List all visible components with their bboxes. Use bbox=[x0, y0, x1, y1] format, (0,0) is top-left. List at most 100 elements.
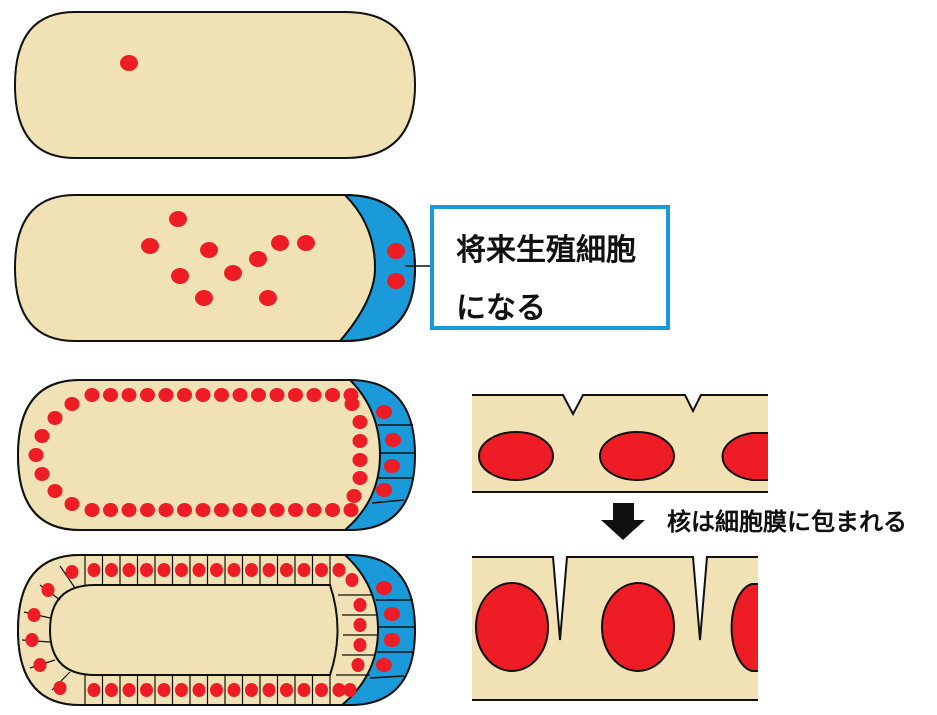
nucleus bbox=[232, 388, 248, 402]
nucleus bbox=[140, 388, 155, 402]
nucleus bbox=[28, 448, 44, 462]
nucleus bbox=[352, 471, 368, 485]
nucleus bbox=[325, 388, 340, 402]
nucleus bbox=[195, 503, 211, 517]
nucleus bbox=[157, 563, 171, 577]
pole-cell-boundaries bbox=[371, 424, 415, 504]
pole-cell-nuclei bbox=[376, 581, 400, 672]
nucleus bbox=[34, 467, 50, 481]
nucleus bbox=[288, 388, 303, 402]
nuclei bbox=[475, 582, 758, 672]
stage-4-embryo bbox=[16, 554, 417, 706]
nucleus bbox=[353, 638, 367, 652]
yolk-inner bbox=[48, 584, 339, 676]
nucleus bbox=[53, 681, 67, 695]
nucleus bbox=[227, 563, 241, 577]
cell-nuclei bbox=[25, 563, 367, 697]
nucleus bbox=[214, 503, 229, 517]
nucleus bbox=[297, 683, 311, 697]
nuclei bbox=[141, 211, 315, 306]
nucleus bbox=[315, 563, 328, 577]
nucleus bbox=[353, 598, 367, 612]
nucleus bbox=[315, 683, 328, 697]
nucleus bbox=[353, 618, 367, 632]
nucleus bbox=[288, 503, 303, 517]
nucleus bbox=[280, 563, 293, 577]
nucleus bbox=[140, 563, 153, 577]
nucleus bbox=[269, 388, 285, 402]
nucleus bbox=[332, 683, 346, 697]
cellularization-caption: 核は細胞膜に包まれる bbox=[667, 508, 907, 536]
nucleus bbox=[280, 683, 293, 697]
nucleus bbox=[352, 415, 368, 429]
nucleus bbox=[352, 453, 368, 467]
nucleus bbox=[27, 608, 41, 622]
nucleus bbox=[47, 411, 63, 425]
nucleus bbox=[121, 388, 137, 402]
nucleus bbox=[251, 503, 266, 517]
nucleus bbox=[344, 397, 360, 411]
nucleus bbox=[192, 683, 206, 697]
nucleus bbox=[346, 489, 362, 503]
callout-line-2: になる bbox=[456, 291, 546, 326]
nucleus bbox=[105, 683, 118, 697]
nucleus bbox=[105, 563, 118, 577]
nucleus bbox=[210, 683, 223, 697]
stage-1-embryo bbox=[13, 11, 417, 159]
nucleus bbox=[34, 429, 50, 443]
pole-cell-nuclei bbox=[376, 405, 401, 497]
nucleus bbox=[195, 388, 211, 402]
nucleus bbox=[157, 683, 171, 697]
nucleus bbox=[87, 563, 101, 577]
nucleus bbox=[41, 583, 55, 597]
nucleus bbox=[351, 658, 365, 672]
peripheral-nuclei bbox=[28, 388, 368, 517]
detail-before-cellularization bbox=[472, 394, 768, 493]
pole-cell-nuclei bbox=[387, 243, 405, 289]
nucleus bbox=[25, 633, 39, 647]
embryo-outline bbox=[13, 194, 377, 342]
nucleus bbox=[177, 388, 192, 402]
nucleus bbox=[103, 503, 118, 517]
nucleus bbox=[245, 683, 258, 697]
nucleus bbox=[122, 683, 136, 697]
nucleus bbox=[140, 683, 153, 697]
nucleus bbox=[214, 388, 229, 402]
nucleus bbox=[121, 503, 137, 517]
nucleus bbox=[158, 503, 174, 517]
nucleus bbox=[332, 563, 346, 577]
stage-2-embryo bbox=[13, 193, 430, 342]
nucleus bbox=[64, 397, 80, 411]
nucleus bbox=[87, 683, 101, 697]
nuclei bbox=[478, 431, 768, 481]
nucleus bbox=[177, 503, 192, 517]
nucleus bbox=[269, 503, 285, 517]
germ-cell-callout: 将来生殖細胞 になる bbox=[430, 205, 670, 330]
nucleus bbox=[65, 565, 79, 579]
stage-3-embryo bbox=[16, 379, 417, 531]
nucleus bbox=[227, 683, 241, 697]
nucleus bbox=[192, 563, 206, 577]
nucleus bbox=[64, 497, 80, 511]
nucleus bbox=[84, 503, 100, 517]
nucleus bbox=[175, 563, 188, 577]
nucleus bbox=[210, 563, 223, 577]
nucleus bbox=[325, 503, 340, 517]
nucleus bbox=[297, 563, 311, 577]
nucleus bbox=[251, 388, 266, 402]
detail-after-cellularization bbox=[472, 556, 758, 701]
nucleus bbox=[232, 503, 248, 517]
nucleus bbox=[306, 388, 322, 402]
nucleus bbox=[140, 503, 155, 517]
nucleus bbox=[103, 388, 118, 402]
nucleus bbox=[262, 683, 276, 697]
nucleus bbox=[122, 563, 136, 577]
nucleus bbox=[345, 573, 359, 587]
nucleus bbox=[47, 484, 63, 498]
embryo-outline bbox=[13, 11, 417, 159]
nucleus bbox=[84, 388, 100, 402]
nucleus bbox=[352, 434, 368, 448]
pole-cell-boundaries bbox=[369, 599, 415, 679]
callout-line-1: 将来生殖細胞 bbox=[456, 233, 636, 268]
